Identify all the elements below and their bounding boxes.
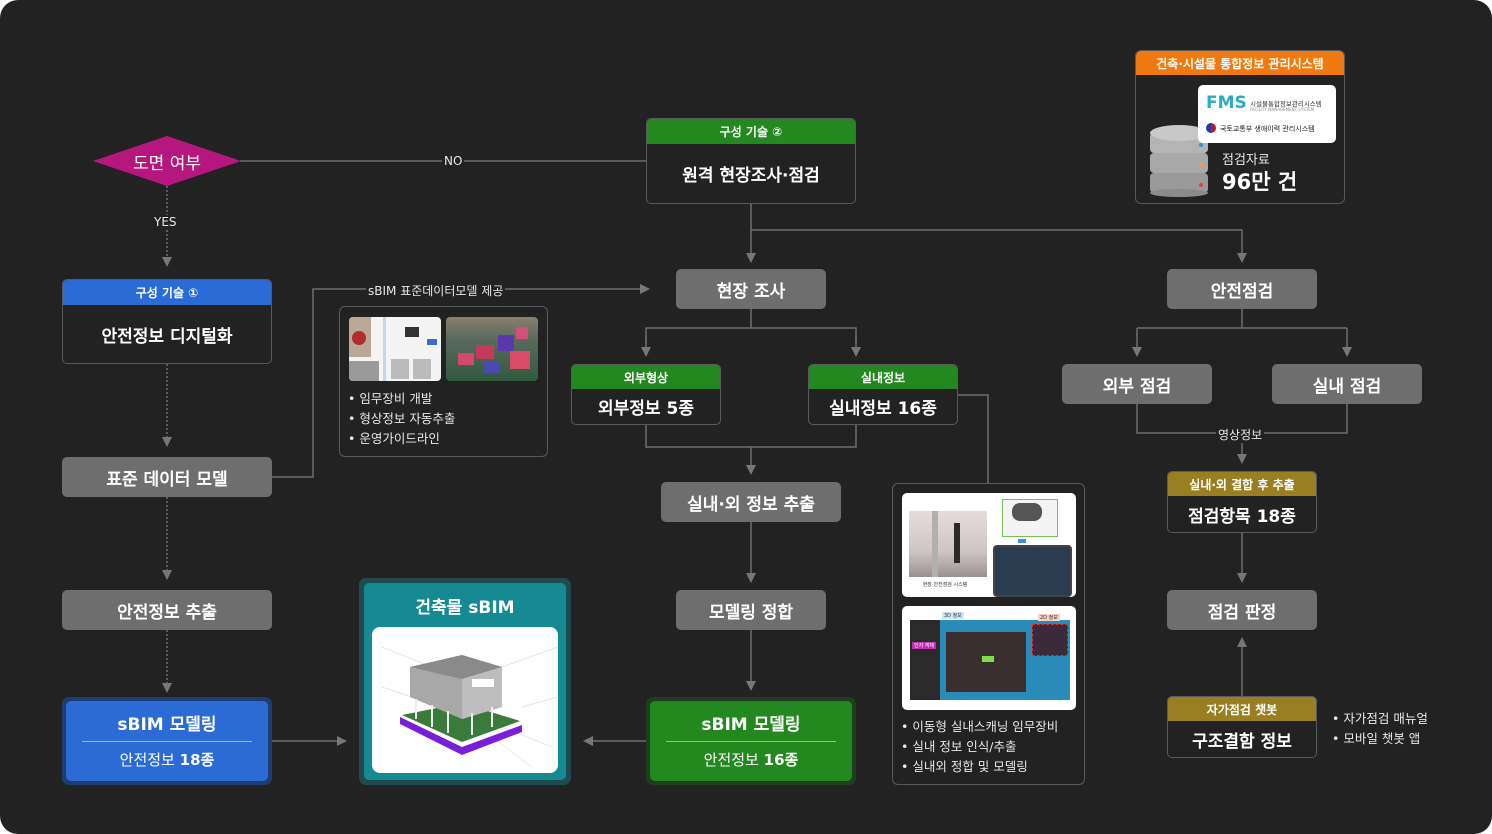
left-sbim-sub: 안전정보 18종 [120, 742, 215, 778]
chatbot-title: 구조결함 정보 [1192, 731, 1292, 752]
divider [666, 740, 836, 742]
decision-diamond[interactable]: 도면 여부 [91, 136, 243, 186]
right-sbim-title: sBIM 모델링 [701, 715, 801, 735]
fms-panel: 건축·시설물 통합정보 관리시스템 FMS 시설물통합정보관리시스템 FACIL… [1135, 50, 1345, 204]
tech2-header: 구성 기술 ② [647, 119, 855, 144]
chatbot-header: 자가점검 챗봇 [1168, 697, 1316, 721]
fms-header: 건축·시설물 통합정보 관리시스템 [1136, 51, 1344, 75]
mission-equipment-image [349, 317, 441, 381]
yes-label: YES [152, 215, 179, 229]
tech1-card[interactable]: 구성 기술 ① 안전정보 디지털화 [62, 279, 272, 364]
interior-info-header: 실내정보 [809, 365, 957, 389]
right-sbim-modeling[interactable]: sBIM 모델링 안전정보 16종 [646, 697, 856, 785]
sbim-provide-label: sBIM 표준데이터모델 제공 [366, 282, 506, 299]
left-sbim-title: sBIM 모델링 [117, 715, 217, 735]
tech1-title: 안전정보 디지털화 [101, 326, 233, 347]
ministry-emblem-icon [1206, 123, 1216, 133]
bullet-item: 모바일 챗봇 앱 [1332, 729, 1428, 749]
chatbot-bullets: 자가점검 매뉴얼 모바일 챗봇 앱 [1332, 709, 1428, 749]
building-model-image [372, 627, 558, 773]
right-sbim-sub-prefix: 안전정보 [703, 751, 759, 769]
inspection-items-header: 실내·외 결합 후 추출 [1168, 472, 1316, 496]
fms-logo-sub2: FACILITY MANAGEMENT SYSTEM [1250, 107, 1315, 112]
exterior-inspection-box[interactable]: 외부 점검 [1062, 364, 1212, 404]
tag-object: 인지 객체 [912, 642, 936, 649]
modeling-match-box[interactable]: 모델링 정합 [676, 590, 826, 630]
tech1-header: 구성 기술 ① [63, 280, 271, 305]
bullet-item: 이동형 실내스캐닝 임무장비 [901, 717, 1058, 737]
safety-inspection-box[interactable]: 안전점검 [1167, 269, 1317, 309]
tech2-card[interactable]: 구성 기술 ② 원격 현장조사·점검 [646, 118, 856, 204]
bullet-item: 운영가이드라인 [348, 429, 455, 449]
standard-data-model-box[interactable]: 표준 데이터 모델 [62, 457, 272, 497]
ministry-name: 국토교통부 생애이력 관리시스템 [1220, 125, 1315, 133]
left-sbim-sub-count: 18종 [179, 751, 215, 769]
no-label: NO [442, 154, 465, 168]
scan-result-image: 3D 정보 2D 정보 인지 객체 [902, 606, 1076, 710]
left-sbim-sub-prefix: 안전정보 [119, 751, 175, 769]
building-3d-illustration [381, 646, 558, 768]
divider [82, 740, 252, 742]
chatbot-card[interactable]: 자가점검 챗봇 구조결함 정보 [1167, 696, 1317, 758]
exterior-info-header: 외부형상 [572, 365, 720, 389]
video-info-label: 영상정보 [1216, 426, 1265, 443]
decision-label: 도면 여부 [133, 153, 201, 174]
sbim-provide-panel: 임무장비 개발 형상정보 자동추출 운영가이드라인 [339, 306, 548, 457]
bullet-item: 실내 정보 인식/추출 [901, 737, 1058, 757]
field-survey-box[interactable]: 현장 조사 [676, 269, 826, 309]
exterior-info-title: 외부정보 5종 [598, 399, 694, 419]
data-value: 96만 건 [1222, 170, 1298, 194]
interior-inspection-box[interactable]: 실내 점검 [1272, 364, 1422, 404]
database-icon [1150, 125, 1208, 197]
sbim-provide-bullets: 임무장비 개발 형상정보 자동추출 운영가이드라인 [348, 389, 455, 449]
fms-logo: FMS [1206, 93, 1247, 113]
indoor-scanning-panel: 현장 안전점검 시스템 3D 정보 2D 정보 인지 객체 이동형 실내스캐닝 … [892, 483, 1085, 785]
building-sbim-title: 건축물 sBIM [415, 597, 515, 618]
indoor-outdoor-extract-box[interactable]: 실내·외 정보 추출 [661, 482, 841, 522]
building-sbim-panel[interactable]: 건축물 sBIM [359, 578, 571, 785]
right-sbim-sub: 안전정보 16종 [704, 742, 799, 778]
tag-2d: 2D 정보 [1038, 614, 1060, 621]
bullet-item: 임무장비 개발 [348, 389, 455, 409]
exterior-info-card[interactable]: 외부형상 외부정보 5종 [571, 364, 721, 425]
interior-info-title: 실내정보 16종 [829, 399, 937, 419]
fms-logo-card: FMS 시설물통합정보관리시스템 FACILITY MANAGEMENT SYS… [1198, 85, 1336, 143]
inspection-items-card[interactable]: 실내·외 결합 후 추출 점검항목 18종 [1167, 471, 1317, 533]
interior-info-card[interactable]: 실내정보 실내정보 16종 [808, 364, 958, 425]
inspection-items-title: 점검항목 18종 [1188, 506, 1296, 527]
left-sbim-modeling[interactable]: sBIM 모델링 안전정보 18종 [62, 697, 272, 785]
bullet-item: 실내외 정합 및 모델링 [901, 757, 1058, 777]
fms-logo-sub1: 시설물통합정보관리시스템 [1250, 100, 1322, 108]
indoor-panel-bullets: 이동형 실내스캐닝 임무장비 실내 정보 인식/추출 실내외 정합 및 모델링 [901, 717, 1058, 777]
image1-caption: 현장 안전점검 시스템 [922, 582, 968, 588]
bullet-item: 자가점검 매뉴얼 [1332, 709, 1427, 729]
diamond-shape [93, 136, 241, 186]
field-inspection-system-image: 현장 안전점검 시스템 [902, 493, 1076, 597]
tech2-title: 원격 현장조사·점검 [682, 166, 820, 186]
bullet-item: 형상정보 자동추출 [348, 409, 455, 429]
tag-3d: 3D 정보 [942, 612, 964, 619]
right-sbim-sub-count: 16종 [763, 751, 799, 769]
city-model-image [446, 317, 538, 381]
safety-info-extract-box[interactable]: 안전정보 추출 [62, 590, 272, 630]
data-label: 점검자료 [1222, 153, 1270, 168]
inspection-judgement-box[interactable]: 점검 판정 [1167, 590, 1317, 630]
